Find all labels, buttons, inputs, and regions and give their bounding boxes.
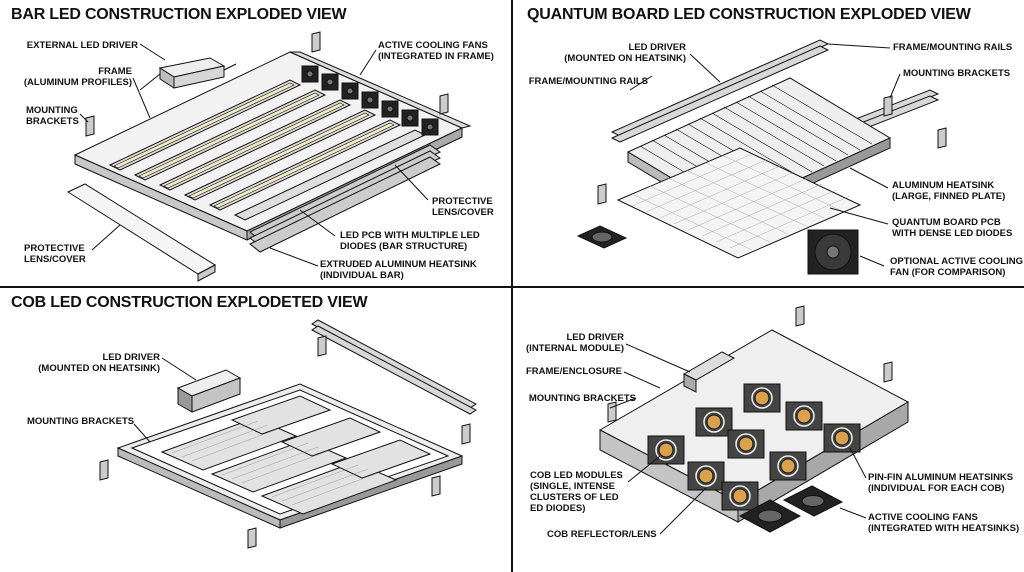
quantum-board-illustration — [576, 39, 947, 275]
label-cob-mounting-brackets: MOUNTING BRACKETS — [27, 416, 135, 427]
label-cob-frame-enclosure: FRAME/ENCLOSURE — [525, 366, 622, 377]
label-qb-pcb: QUANTUM BOARD PCB WITH DENSE LED DIODES — [892, 217, 1013, 239]
label-cob-active-fans: ACTIVE COOLING FANS (INTEGRATED WITH HEA… — [868, 512, 1020, 534]
label-led-pcb: LED PCB WITH MULTIPLE LED DIODES (BAR ST… — [340, 230, 480, 252]
cob-fans — [738, 485, 844, 533]
label-cob-led-driver: LED DRIVER (MOUNTED ON HEATSINK) — [38, 352, 160, 374]
pcb-diode-grid — [631, 153, 851, 251]
label-qb-led-driver: LED DRIVER (MOUNTED ON HEATSINK) — [564, 42, 686, 64]
cob-driver-box — [176, 369, 242, 413]
label-external-driver: EXTERNAL LED DRIVER — [26, 40, 138, 51]
label-qb-optional-fan: OPTIONAL ACTIVE COOLING FAN (FOR COMPARI… — [890, 256, 1024, 278]
lens-cover-bar — [66, 183, 217, 282]
quantum-pcb — [616, 147, 862, 259]
led-strips — [113, 82, 395, 209]
mounting-brackets-bar — [85, 31, 449, 137]
bar-led-illustration — [66, 31, 472, 282]
cob-reflector-rings — [655, 387, 853, 507]
mounting-brackets-cob — [99, 335, 471, 549]
fan-hubs — [306, 70, 434, 131]
label-protective-lens-right: PROTECTIVE LENS/COVER — [432, 196, 494, 218]
label-pin-fin-heatsinks: PIN-FIN ALUMINUM HEATSINKS (INDIVIDUAL F… — [868, 472, 1014, 494]
label-protective-lens-left: PROTECTIVE LENS/COVER — [24, 243, 86, 265]
panel-title-cob-led: COB LED CONSTRUCTION EXPLODETED VIEW — [11, 294, 368, 311]
label-frame: FRAME (ALUMINUM PROFILES) — [23, 66, 132, 88]
cob-board-dots — [171, 420, 379, 506]
label-qb-rails-right: FRAME/MOUNTING RAILS — [893, 42, 1013, 53]
external-driver-box — [139, 57, 237, 91]
horizontal-divider — [0, 286, 1024, 288]
panel-title-quantum-board: QUANTUM BOARD LED CONSTRUCTION EXPLODED … — [527, 6, 971, 23]
label-qb-mounting-brackets: MOUNTING BRACKETS — [903, 68, 1011, 79]
internal-driver-module — [682, 351, 736, 393]
label-cob-internal-driver: LED DRIVER (INTERNAL MODULE) — [526, 332, 624, 354]
small-fan-qb — [576, 225, 628, 249]
label-cob-modules: COB LED MODULES (SINGLE, INTENSE CLUSTER… — [530, 470, 623, 514]
label-active-cooling-fans: ACTIVE COOLING FANS (INTEGRATED IN FRAME… — [378, 40, 494, 62]
label-mounting-brackets: MOUNTING BRACKETS — [26, 105, 79, 127]
label-cob-reflector: COB REFLECTOR/LENS — [547, 529, 657, 540]
cob-loose-rail — [311, 319, 477, 415]
cob-boards — [160, 395, 432, 515]
extruded-heatsink-bar — [249, 144, 441, 253]
cob-chips — [658, 390, 850, 504]
mounting-brackets-cob-enc — [607, 305, 893, 423]
label-qb-heatsink: ALUMINUM HEATSINK (LARGE, FINNED PLATE) — [892, 180, 1006, 202]
optional-fan — [807, 229, 859, 275]
cob-frame-illustration — [99, 319, 477, 549]
mounting-brackets-qb — [597, 95, 947, 205]
label-cob-enc-mounting-brackets: MOUNTING BRACKETS — [528, 393, 636, 404]
label-extruded-heatsink: EXTRUDED ALUMINUM HEATSINK (INDIVIDUAL B… — [320, 259, 477, 281]
panel-title-bar-led: BAR LED CONSTRUCTION EXPLODED VIEW — [11, 6, 347, 23]
label-qb-rails-left: FRAME/MOUNTING RAILS — [528, 76, 648, 87]
